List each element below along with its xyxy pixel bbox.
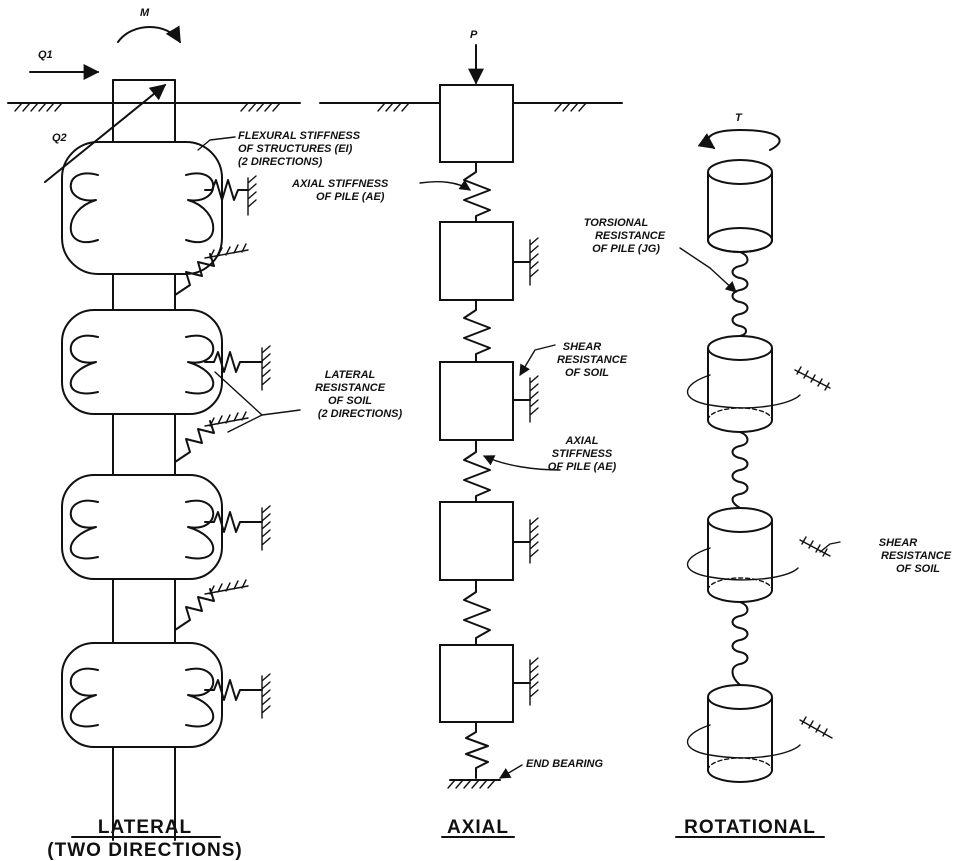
torsional-leader xyxy=(679,247,737,293)
lateral-resistance-line-2: RESISTANCE xyxy=(315,382,386,394)
axial-title: AXIAL xyxy=(447,817,509,838)
rotational-shear-line-2: RESISTANCE xyxy=(881,550,952,562)
rotational-cylinder-2 xyxy=(707,335,773,433)
lateral-subtitle: (TWO DIRECTIONS) xyxy=(47,840,242,861)
force-q2-arrow xyxy=(44,83,167,183)
rotational-shear-leader xyxy=(819,541,841,553)
axial-model: P xyxy=(291,29,628,838)
lateral-resistance-line-3: OF SOIL xyxy=(328,395,372,407)
flexural-coil-2 xyxy=(61,309,223,415)
force-q2-label: Q2 xyxy=(52,132,67,144)
rotational-shear-line-3: OF SOIL xyxy=(896,563,940,575)
torque-label: T xyxy=(735,112,743,124)
torsional-springs xyxy=(731,251,749,686)
lateral-resistance-line-4: (2 DIRECTIONS) xyxy=(318,408,403,420)
shear-leader xyxy=(519,344,556,376)
rotational-soil-dampers xyxy=(687,366,833,759)
flexural-leader xyxy=(197,136,236,151)
lateral-horizontal-springs xyxy=(204,175,271,719)
axial-load-label: P xyxy=(470,29,478,41)
lateral-resistance-leaders xyxy=(214,371,301,433)
moment-label: M xyxy=(140,7,150,19)
flexural-label-line-1: FLEXURAL STIFFNESS xyxy=(238,130,361,142)
force-q1-label: Q1 xyxy=(38,49,53,61)
torsional-line-1: TORSIONAL xyxy=(584,217,649,229)
axial-ground-hatch xyxy=(377,102,587,112)
axial-shear-line-3: OF SOIL xyxy=(565,367,609,379)
flexural-coil-4 xyxy=(61,642,223,748)
axial-shear-line-2: RESISTANCE xyxy=(557,354,628,366)
rotational-title: ROTATIONAL xyxy=(684,817,816,838)
axial-stiffness-line-2: STIFFNESS xyxy=(552,448,613,460)
axial-mass-2 xyxy=(439,221,514,301)
end-bearing-ground xyxy=(447,779,501,789)
axial-stiffness-line-3: OF PILE (AE) xyxy=(548,461,617,473)
axial-mass-3 xyxy=(439,361,514,441)
lateral-ground-hatch xyxy=(14,102,281,112)
rotational-cylinder-3 xyxy=(707,507,773,603)
axial-mass-4 xyxy=(439,501,514,581)
rotational-cylinder-1 xyxy=(707,159,773,253)
lateral-title: LATERAL xyxy=(98,817,192,838)
torque-arrow xyxy=(697,129,781,151)
lateral-resistance-line-1: LATERAL xyxy=(325,369,376,381)
axial-mass-5 xyxy=(439,644,514,723)
axial-stiffness-top-line-2: OF PILE (AE) xyxy=(316,191,385,203)
axial-stiffness-top-leader xyxy=(419,179,471,191)
lateral-model: M Q1 Q2 FLEXURAL STIFFNESS OF STRUCTURES… xyxy=(7,7,403,861)
axial-stiffness-leader xyxy=(482,455,561,471)
end-bearing-label: END BEARING xyxy=(526,758,603,770)
end-bearing-leader xyxy=(499,764,523,779)
rotational-shear-line-1: SHEAR xyxy=(879,537,918,549)
axial-stiffness-line-1: AXIAL xyxy=(565,435,599,447)
lateral-diagonal-springs xyxy=(174,243,249,631)
axial-springs xyxy=(463,161,491,779)
axial-stiffness-top-line-1: AXIAL STIFFNESS xyxy=(291,178,389,190)
axial-mass-1 xyxy=(439,84,514,163)
torsional-line-2: RESISTANCE xyxy=(595,230,666,242)
rotational-cylinder-4 xyxy=(707,684,773,783)
rotational-model: T xyxy=(584,112,952,838)
torsional-line-3: OF PILE (JG) xyxy=(592,243,660,255)
moment-arrow xyxy=(117,25,181,44)
axial-side-supports xyxy=(512,237,539,706)
flexural-label-line-3: (2 DIRECTIONS) xyxy=(238,156,323,168)
flexural-label-line-2: OF STRUCTURES (EI) xyxy=(238,143,353,155)
flexural-coil-3 xyxy=(61,474,223,580)
axial-shear-line-1: SHEAR xyxy=(563,341,602,353)
flexural-coil-1 xyxy=(61,141,223,275)
